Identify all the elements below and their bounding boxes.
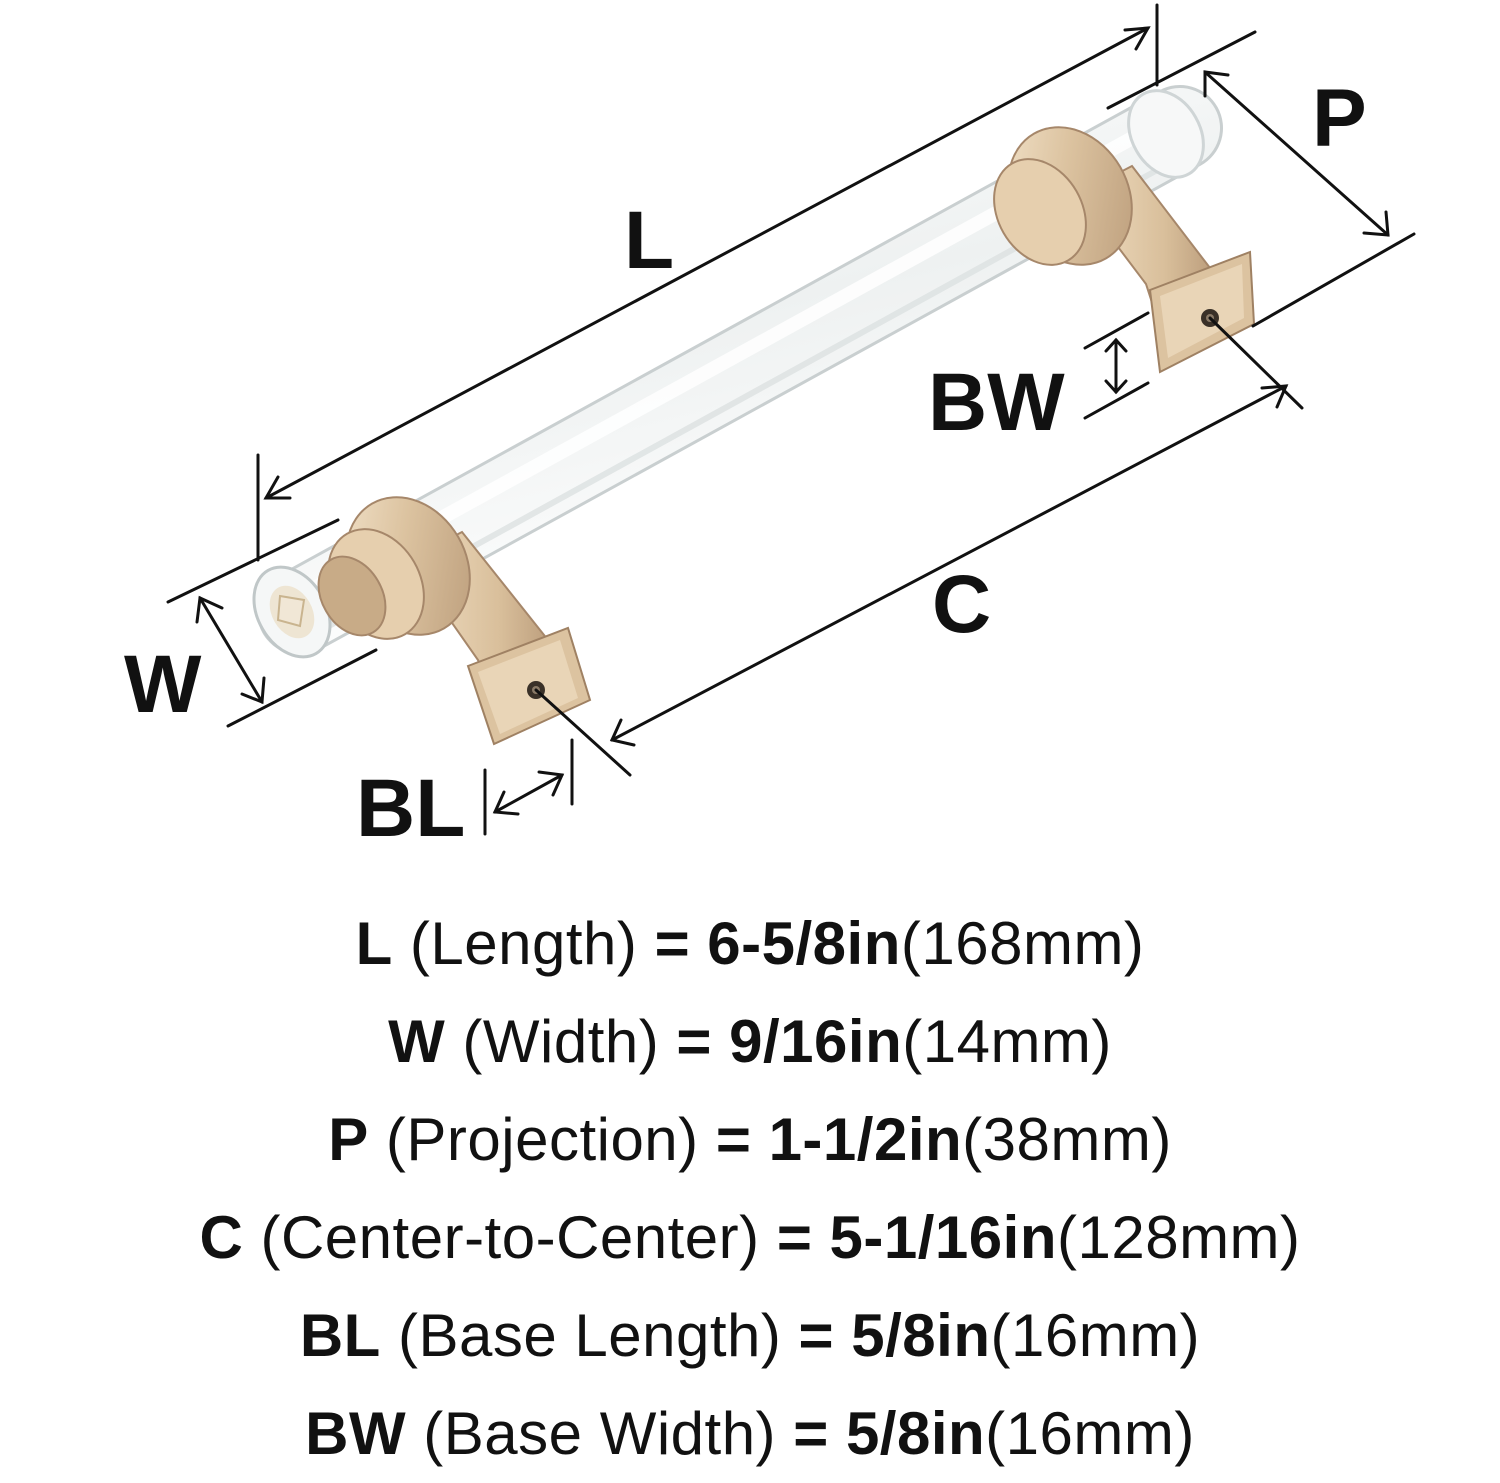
label-BW: BW <box>928 357 1065 448</box>
spec-metric: (38mm) <box>962 1106 1172 1173</box>
dimension-lines <box>166 3 1416 836</box>
spec-equals: = <box>676 1008 712 1075</box>
right-brass-post <box>993 126 1256 374</box>
base-width-dimension-line <box>1083 311 1150 420</box>
cabinet-pull-illustration <box>252 85 1256 746</box>
spec-key: P <box>328 1106 369 1173</box>
spec-description: (Length) <box>409 910 638 977</box>
right-rod-end <box>1127 89 1205 179</box>
spec-description: (Projection) <box>385 1106 699 1173</box>
spec-metric: (168mm) <box>900 910 1145 977</box>
spec-imperial: 6-5/8in <box>707 910 901 977</box>
specification-list: L (Length) = 6-5/8in(168mm) W (Width) = … <box>0 895 1500 1483</box>
label-C: C <box>932 559 991 650</box>
spec-equals: = <box>654 910 691 977</box>
spec-equals: = <box>776 1204 813 1271</box>
spec-length: L (Length) = 6-5/8in(168mm) <box>0 895 1500 993</box>
left-rod-end <box>252 565 332 659</box>
spec-key: L <box>355 910 393 977</box>
spec-metric: (128mm) <box>1056 1204 1301 1271</box>
width-dimension-line <box>166 518 378 728</box>
spec-equals: = <box>793 1400 829 1467</box>
spec-imperial: 5/8in <box>851 1302 991 1369</box>
spec-equals: = <box>715 1106 752 1173</box>
spec-base-length: BL (Base Length) = 5/8in(16mm) <box>0 1287 1500 1385</box>
spec-center-to-center: C (Center-to-Center) = 5-1/16in(128mm) <box>0 1189 1500 1287</box>
spec-imperial: 9/16in <box>729 1008 903 1075</box>
spec-metric: (16mm) <box>990 1302 1201 1369</box>
spec-description: (Base Width) <box>423 1400 777 1467</box>
label-W: W <box>124 639 202 730</box>
label-BL: BL <box>356 763 465 854</box>
left-brass-post <box>317 496 592 746</box>
base-length-dimension-line <box>483 738 574 836</box>
spec-imperial: 1-1/2in <box>768 1106 963 1173</box>
projection-dimension-line <box>1106 30 1416 328</box>
spec-equals: = <box>798 1302 835 1369</box>
label-L: L <box>624 195 674 286</box>
dimension-diagram: L P BW C W BL <box>124 3 1416 854</box>
spec-key: BL <box>299 1302 381 1369</box>
spec-imperial: 5/8in <box>845 1400 986 1467</box>
spec-key: BW <box>305 1400 407 1467</box>
spec-description: (Width) <box>462 1008 660 1075</box>
length-dimension-line <box>256 3 1159 562</box>
spec-key: W <box>388 1008 446 1075</box>
spec-description: (Center-to-Center) <box>260 1204 760 1271</box>
spec-description: (Base Length) <box>397 1302 782 1369</box>
spec-metric: (14mm) <box>902 1008 1112 1075</box>
spec-width: W (Width) = 9/16in(14mm) <box>0 993 1500 1091</box>
center-to-center-dimension-line <box>534 316 1304 777</box>
spec-key: C <box>199 1204 244 1271</box>
spec-imperial: 5-1/16in <box>829 1204 1057 1271</box>
spec-base-width: BW (Base Width) = 5/8in(16mm) <box>0 1385 1500 1483</box>
spec-projection: P (Projection) = 1-1/2in(38mm) <box>0 1091 1500 1189</box>
label-P: P <box>1312 73 1367 164</box>
spec-metric: (16mm) <box>985 1400 1195 1467</box>
